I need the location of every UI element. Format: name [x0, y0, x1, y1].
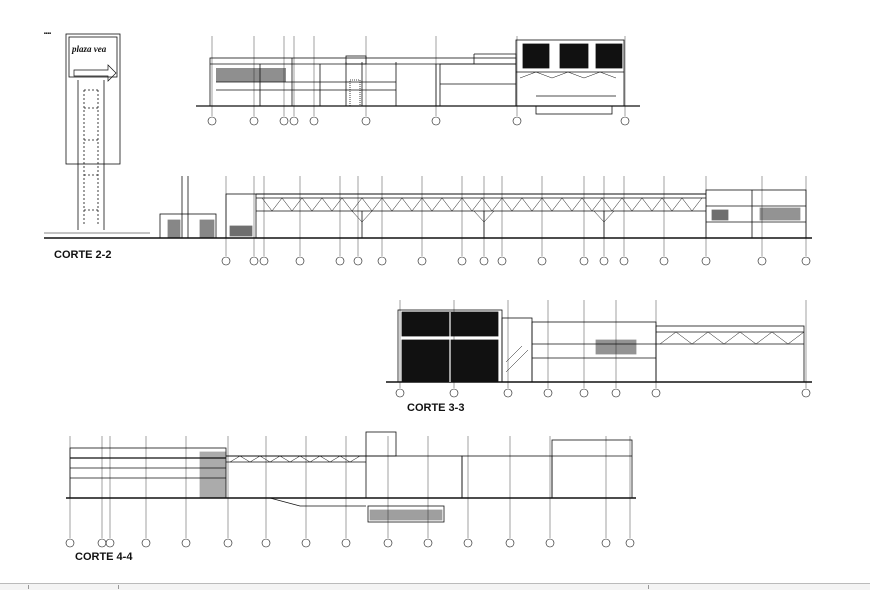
sign-totem: plaza vea ■■■■ [44, 31, 121, 230]
section-title-corte-4-4: CORTE 4-4 [75, 551, 133, 563]
tab-1[interactable] [0, 585, 29, 589]
section-title-corte-3-3: CORTE 3-3 [407, 402, 465, 414]
section-top [196, 36, 640, 126]
svg-text:■■■■: ■■■■ [44, 31, 51, 35]
svg-text:plaza vea: plaza vea [71, 44, 107, 54]
tab-2[interactable] [66, 585, 119, 589]
section-corte-3-3 [386, 300, 812, 398]
section-corte-2-2 [44, 176, 812, 266]
section-title-corte-2-2: CORTE 2-2 [54, 249, 112, 261]
section-corte-4-4 [65, 431, 636, 548]
tab-3[interactable] [118, 585, 649, 589]
bottom-tab-strip [0, 583, 870, 590]
